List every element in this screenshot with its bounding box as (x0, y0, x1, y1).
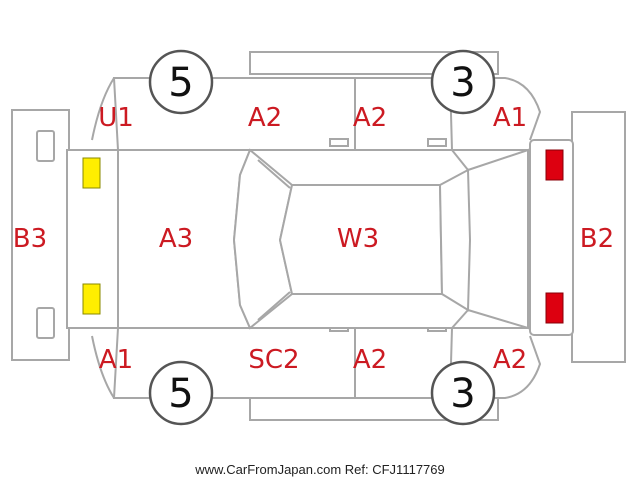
damage-code-hood: A3 (159, 224, 193, 254)
damage-code-left-front-door: A2 (353, 103, 387, 133)
damage-code-rear-bumper: B2 (580, 224, 614, 254)
tire-front-left: 5 (148, 49, 214, 115)
damage-code-windshield-roof: W3 (337, 224, 379, 254)
damage-code-right-mid-door: A2 (353, 345, 387, 375)
damage-code-left-front-fender: A1 (493, 103, 527, 133)
front-right-lamp (82, 283, 101, 315)
rear-bumper-outline (529, 111, 626, 363)
tire-tread-rear-left: 3 (450, 60, 475, 106)
reference-footer: www.CarFromJapan.com Ref: CFJ1117769 (194, 462, 445, 477)
damage-code-right-front-corner: A1 (99, 345, 133, 375)
damage-code-front-bumper: B3 (13, 224, 47, 254)
rear-left-lamp (545, 149, 564, 181)
tire-tread-front-left: 5 (168, 60, 193, 106)
damage-code-right-rear-corner: A2 (493, 345, 527, 375)
tire-rear-left: 3 (430, 49, 496, 115)
front-bumper-outline (11, 109, 70, 361)
damage-code-left-rear-door: A2 (248, 103, 282, 133)
damage-code-rear-left-corner: U1 (98, 103, 134, 133)
car-body-top (66, 148, 531, 330)
tire-tread-rear-right: 3 (450, 371, 475, 417)
rear-right-lamp (545, 292, 564, 324)
tire-tread-front-right: 5 (168, 371, 193, 417)
tire-front-right: 5 (148, 360, 214, 426)
front-left-lamp (82, 157, 101, 189)
left-side-panels (91, 51, 542, 151)
damage-code-right-front-sill: SC2 (248, 345, 299, 375)
tire-rear-right: 3 (430, 360, 496, 426)
